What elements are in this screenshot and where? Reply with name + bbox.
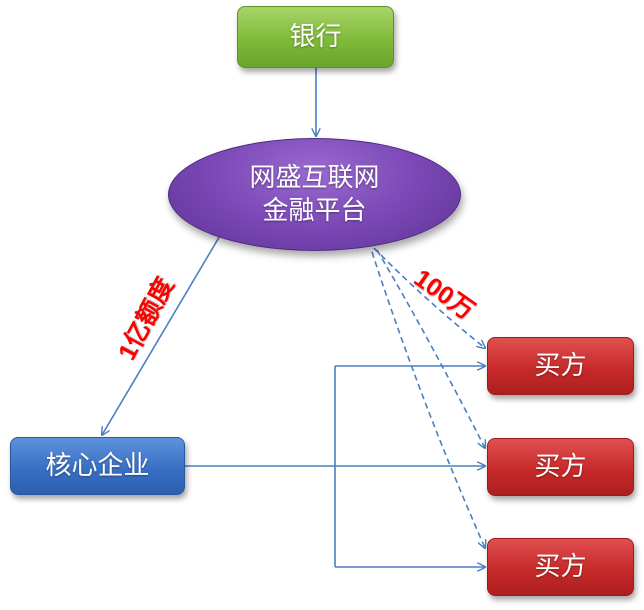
core-enterprise-label: 核心企业	[45, 450, 150, 481]
buyer-label-2: 买方	[534, 451, 587, 482]
buyer-node-1: 买方	[487, 337, 634, 395]
buyer-node-2: 买方	[487, 438, 634, 496]
buyer-label-1: 买方	[534, 350, 587, 381]
edge-platform-to-core	[102, 233, 222, 435]
edge-platform-to-buyer-1-dashed	[373, 247, 485, 348]
core-enterprise-node: 核心企业	[10, 437, 185, 495]
buyer-label-3: 买方	[534, 551, 587, 582]
platform-node: 网盛互联网 金融平台	[168, 138, 461, 251]
buyer-node-3: 买方	[487, 538, 634, 596]
platform-label-line2: 金融平台	[262, 195, 367, 226]
edge-platform-to-buyer-3-dashed	[371, 251, 485, 548]
platform-label-line1: 网盛互联网	[249, 163, 380, 193]
bank-label: 银行	[289, 21, 342, 52]
edge-platform-to-buyer-2-dashed	[376, 249, 485, 448]
bank-node: 银行	[237, 6, 394, 68]
